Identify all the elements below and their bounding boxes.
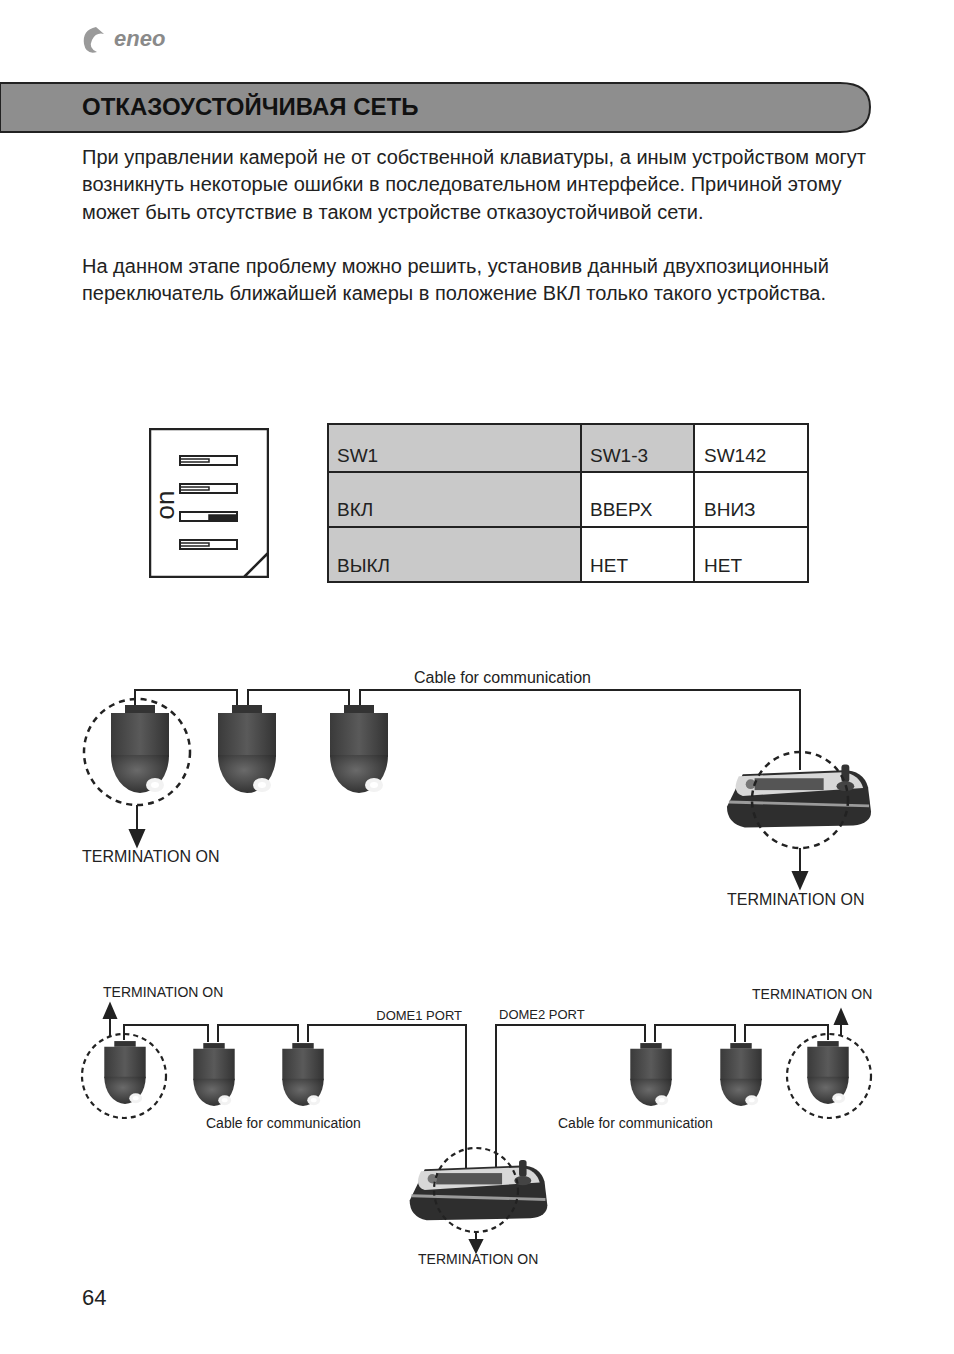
table-cell: ВНИЗ (704, 499, 756, 521)
body-paragraph: При управлении камерой не от собственной… (82, 144, 882, 226)
table-cell: ВЫКЛ (337, 555, 390, 577)
port-label: DOME1 PORT (376, 1009, 462, 1024)
table-cell: ВВЕРХ (590, 499, 653, 521)
table-cell: SW142 (704, 445, 766, 467)
table-cell: ВКЛ (337, 499, 373, 521)
termination-label: TERMINATION ON (82, 848, 219, 866)
body-paragraph: На данном этапе проблему можно решить, у… (82, 253, 882, 308)
table-cell: SW1 (337, 445, 378, 467)
page-title: ОТКАЗОУСТОЙЧИВАЯ СЕТЬ (82, 93, 419, 121)
cable-label: Cable for communication (206, 1115, 361, 1131)
logo-text: eneo (114, 26, 165, 51)
page-number: 64 (82, 1285, 106, 1310)
switch-on-label: on (151, 490, 181, 519)
cable-label: Cable for communication (414, 669, 591, 687)
port-label: DOME2 PORT (499, 1008, 585, 1023)
cable-label: Cable for communication (558, 1115, 713, 1131)
table-cell: SW1-3 (590, 445, 648, 467)
table-cell: НЕТ (704, 555, 742, 577)
termination-label: TERMINATION ON (418, 1251, 538, 1267)
dip-switch-box: on (149, 428, 269, 578)
termination-label: TERMINATION ON (752, 986, 872, 1002)
termination-label: TERMINATION ON (727, 891, 864, 909)
termination-label: TERMINATION ON (103, 984, 223, 1000)
table-cell: НЕТ (590, 555, 628, 577)
